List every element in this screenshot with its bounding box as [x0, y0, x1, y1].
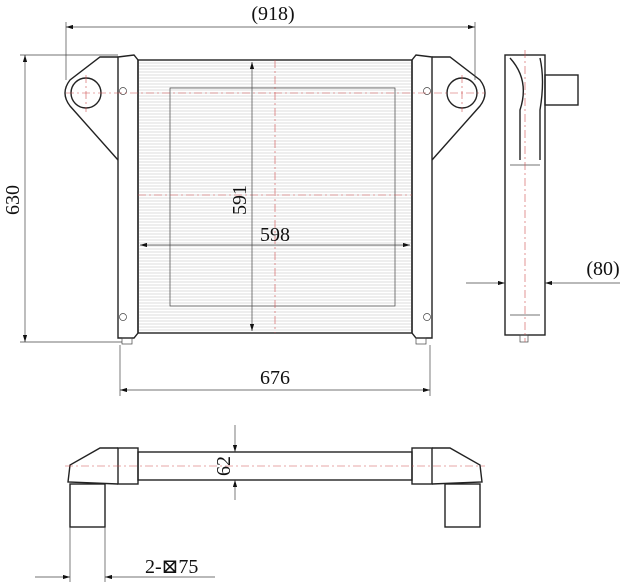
- core-outline: [137, 59, 413, 334]
- left-foot: [121, 337, 133, 345]
- dim-core-width: 598: [260, 224, 290, 246]
- bottom-view: 62 2-⊠75: [35, 425, 485, 582]
- left-elbow: [67, 447, 119, 485]
- left-bolt-top: [119, 87, 127, 95]
- right-tank: [411, 54, 433, 339]
- dim-tube-height: 62: [213, 456, 235, 476]
- dim-overall-width: (918): [251, 3, 294, 25]
- right-elbow: [431, 447, 483, 485]
- right-bracket: [431, 56, 486, 161]
- side-view: (80): [466, 50, 620, 343]
- right-foot: [415, 337, 427, 345]
- dim-core-height: 591: [229, 185, 251, 215]
- core-inner: [169, 87, 396, 307]
- left-bolt-bottom: [119, 313, 127, 321]
- right-bolt-top: [423, 87, 431, 95]
- side-pipe: [544, 74, 579, 106]
- side-foot: [519, 334, 529, 343]
- dim-tank-width: 676: [260, 367, 290, 389]
- right-outlet: [444, 483, 481, 528]
- left-outlet: [69, 483, 106, 528]
- front-view: (918) 630 591 598 676: [2, 3, 486, 396]
- side-tank-contour: [539, 57, 544, 160]
- left-tank: [117, 54, 139, 339]
- side-tank-contour: [509, 57, 524, 160]
- dim-pipe-spec: 2-⊠75: [145, 556, 198, 578]
- left-bracket: [64, 56, 119, 161]
- right-bolt-bottom: [423, 313, 431, 321]
- dim-overall-height: 630: [2, 185, 24, 215]
- dim-depth: (80): [586, 258, 619, 280]
